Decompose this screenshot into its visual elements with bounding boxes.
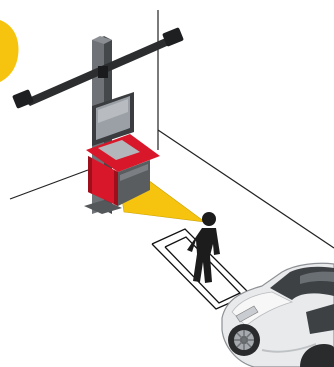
- car-front-wheel: [228, 324, 260, 356]
- car: [222, 263, 334, 367]
- corner-badge: [0, 20, 18, 82]
- camera-left: [12, 89, 34, 109]
- person-head: [202, 212, 216, 226]
- walking-person: [187, 212, 220, 283]
